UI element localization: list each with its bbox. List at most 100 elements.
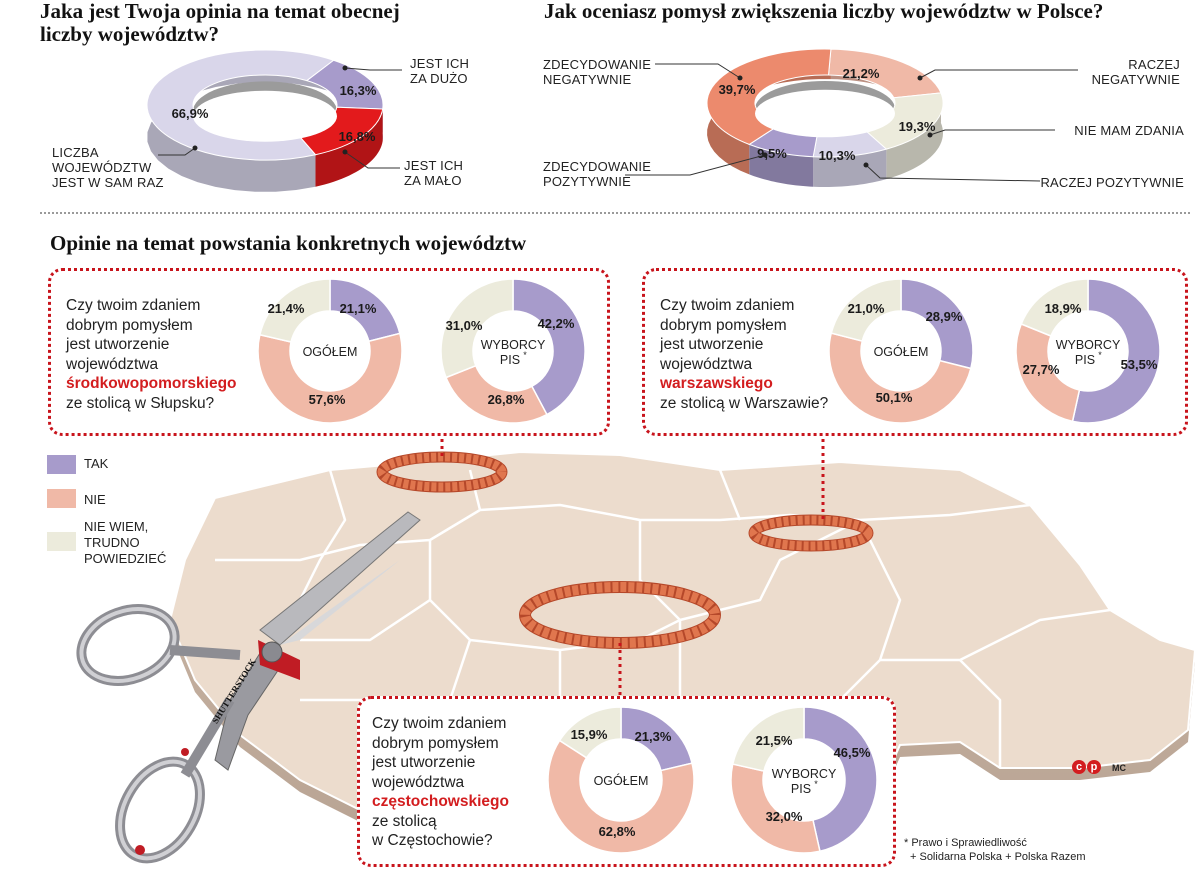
slice-nie	[547, 739, 695, 854]
chart1-title: Jaka jest Twoja opinia na temat obecnej …	[40, 0, 460, 46]
data-label: 21,5%	[756, 733, 793, 748]
data-label: 9,5%	[757, 146, 787, 161]
slice-nie-wiem	[1020, 278, 1089, 337]
donut-center-label: WYBORCY	[481, 338, 546, 352]
donut-center-star: *	[1098, 350, 1102, 360]
chart2-label-zdec-neg: ZDECYDOWANIE NEGATYWNIE	[543, 57, 651, 87]
q-line: jest utworzenie	[372, 754, 476, 771]
label-line: ZDECYDOWANIE	[543, 57, 652, 72]
ring-center	[193, 90, 337, 142]
donut-center-label: PIS	[791, 782, 811, 796]
footnote-line: * Prawo i Sprawiedliwość	[904, 837, 1027, 849]
q-highlight: warszawskiego	[660, 375, 773, 392]
slice-nie	[257, 332, 403, 424]
author-initials: MC	[1112, 763, 1126, 773]
legend-label-tak: TAK	[84, 456, 109, 471]
slice-tak	[1071, 278, 1161, 424]
label-line: ZA MAŁO	[404, 173, 462, 188]
data-label: 15,9%	[571, 727, 608, 742]
legend-label-nie-wiem: NIE WIEM, TRUDNO POWIEDZIEĆ	[84, 519, 166, 567]
data-label: 21,2%	[843, 66, 880, 81]
chart2-label-raczej-poz: RACZEJ POZYTYWNIE	[1040, 175, 1184, 190]
q-highlight: środkowopomorskiego	[66, 375, 237, 392]
slice-nie-wiem	[830, 278, 902, 342]
q-line: Czy twoim zdaniem	[372, 715, 507, 732]
label-line: RACZEJ	[1128, 57, 1180, 72]
copyright-p-icon: p	[1087, 760, 1101, 774]
connector-lines	[440, 432, 825, 695]
chart2-label-nie-mam: NIE MAM ZDANIA	[1074, 123, 1184, 138]
chart2-label-raczej-neg: RACZEJ NEGATYWNIE	[1080, 57, 1180, 87]
question-2: Czy twoim zdaniem dobrym pomysłem jest u…	[660, 296, 828, 413]
donut-center-label: WYBORCY	[1056, 338, 1121, 352]
donut-center-label: WYBORCY	[772, 767, 837, 781]
data-label: 46,5%	[834, 745, 871, 760]
data-label: 21,4%	[268, 301, 305, 316]
slice-nie	[730, 763, 821, 854]
q-line: województwa	[372, 773, 465, 791]
label-line: ZA DUŻO	[410, 71, 468, 86]
data-label: 16,3%	[340, 83, 377, 98]
donut-center-label: PIS	[500, 353, 520, 367]
slice-nie-wiem	[258, 278, 331, 343]
donut-2-ogolem: 28,9%50,1%21,0%OGÓŁEM	[828, 278, 974, 424]
data-label: 21,3%	[635, 729, 672, 744]
chart1-title-line1: Jaka jest Twoja opinia na temat obecnej	[40, 0, 400, 23]
data-label: 21,1%	[340, 301, 377, 316]
donut-center-label: OGÓŁEM	[594, 773, 649, 788]
data-label: 18,9%	[1045, 301, 1082, 316]
data-label: 42,2%	[538, 316, 575, 331]
q-line: Czy twoim zdaniem	[660, 297, 795, 314]
data-label: 21,0%	[848, 301, 885, 316]
label-line: LICZBA	[52, 145, 99, 160]
label-line: JEST W SAM RAZ	[52, 175, 164, 190]
legend-swatch-tak	[47, 455, 76, 474]
legend-line: TRUDNO	[84, 535, 140, 550]
label-line: POZYTYWNIE	[543, 174, 631, 189]
q-line: jest utworzenie	[66, 336, 170, 353]
data-label: 10,3%	[819, 148, 856, 163]
q-line: województwa	[660, 355, 753, 373]
legend-label-nie: NIE	[84, 492, 106, 507]
donut-1-ogolem: 21,1%57,6%21,4%OGÓŁEM	[257, 278, 403, 424]
data-label: 66,9%	[172, 106, 209, 121]
donut-center-label: OGÓŁEM	[874, 344, 929, 359]
donut-center-star: *	[814, 779, 818, 789]
slice-nie	[828, 332, 972, 424]
brick-ring-slupsk	[376, 451, 508, 493]
question-3: Czy twoim zdaniem dobrym pomysłem jest u…	[372, 714, 509, 851]
chart2-donut: 21,2%19,3%10,3%9,5%39,7%	[706, 48, 944, 187]
slice-side	[886, 92, 943, 180]
chart1-donut: 16,3%16,8%66,9%	[146, 49, 384, 192]
brick-ring-warszawa	[748, 514, 874, 552]
legend-line: POWIEDZIEĆ	[84, 551, 167, 566]
donut-center-label: OGÓŁEM	[303, 344, 358, 359]
data-label: 26,8%	[488, 392, 525, 407]
copyright-c-icon: c	[1072, 760, 1086, 774]
slice-nie-wiem	[731, 706, 805, 772]
slice-tak	[803, 706, 878, 853]
data-label: 39,7%	[719, 82, 756, 97]
chart2-label-zdec-poz: ZDECYDOWANIE POZYTYWNIE	[543, 159, 651, 189]
q-line: w Częstochowie?	[372, 832, 493, 849]
footnote: * Prawo i Sprawiedliwość + Solidarna Pol…	[904, 836, 1085, 864]
slice-nie	[445, 364, 548, 424]
data-label: 62,8%	[599, 824, 636, 839]
slice-tak	[900, 278, 974, 370]
q-line: Czy twoim zdaniem	[66, 297, 201, 314]
q-line: dobrym pomysłem	[660, 316, 787, 334]
legend-line: NIE WIEM,	[84, 519, 149, 534]
label-line: JEST ICH	[410, 56, 470, 71]
chart2-title: Jak oceniasz pomysł zwiększenia liczby w…	[544, 0, 1104, 23]
slice-nie-wiem	[440, 278, 514, 379]
legend-swatch-nie	[47, 489, 76, 508]
chart1-label-w-sam-raz: LICZBA WOJEWÓDZTW JEST W SAM RAZ	[52, 145, 164, 190]
section-title: Opinie na temat powstania konkretnych wo…	[50, 231, 527, 255]
data-label: 50,1%	[876, 390, 913, 405]
label-line: NEGATYWNIE	[543, 72, 632, 87]
label-line: WOJEWÓDZTW	[52, 160, 152, 175]
